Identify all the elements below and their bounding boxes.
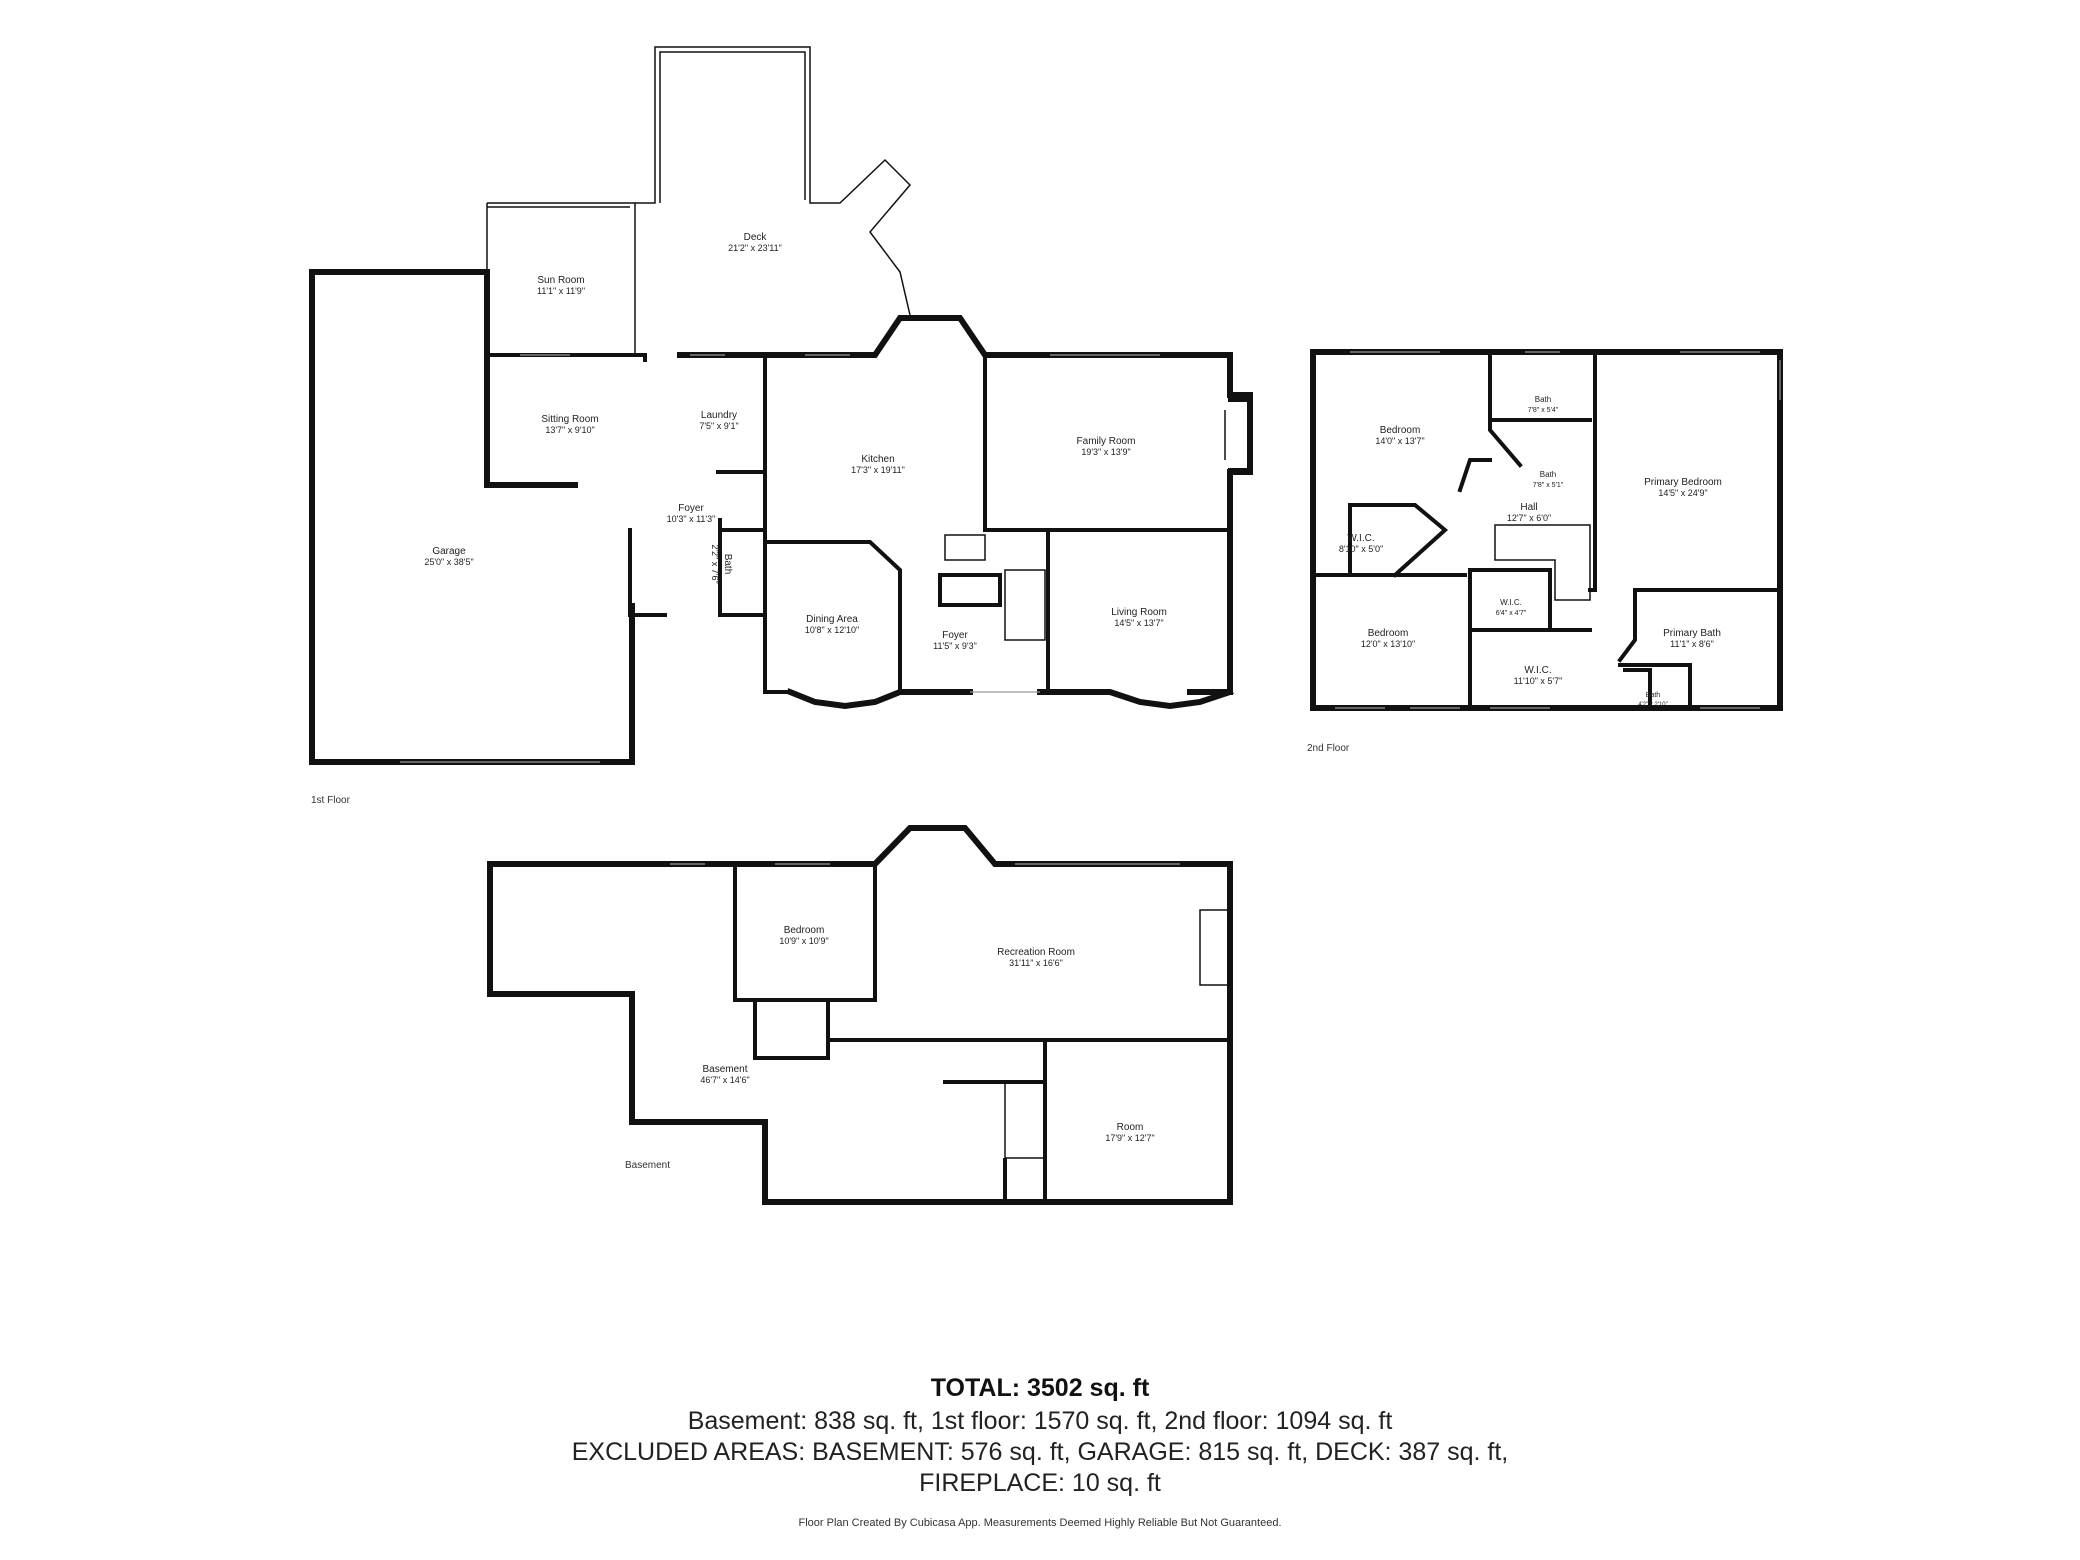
room-name: Dining Area <box>806 614 858 625</box>
room-name: Bedroom <box>1368 628 1409 639</box>
room-dim: 11'1" x 8'6" <box>1670 639 1714 649</box>
second-floor-labels: Bedroom 14'0" x 13'7" Bath 7'8" x 5'4" B… <box>1307 395 1722 754</box>
room-dim: 25'0" x 38'5" <box>424 557 473 567</box>
room-dim: 7'5" x 9'1" <box>699 421 738 431</box>
room-dim: 12'7" x 6'0" <box>1507 513 1551 523</box>
room-dim: 17'9" x 12'7" <box>1105 1133 1154 1143</box>
room-name: Bath <box>722 554 733 575</box>
room-dim: 7'8" x 5'1" <box>1533 482 1564 489</box>
floor-areas: Basement: 838 sq. ft, 1st floor: 1570 sq… <box>687 1407 1393 1435</box>
room-dim: 17'3" x 19'11" <box>851 465 905 475</box>
floor-label: 2nd Floor <box>1307 743 1350 754</box>
excluded-areas-cont: FIREPLACE: 10 sq. ft <box>919 1469 1161 1497</box>
room-name: Living Room <box>1111 607 1167 618</box>
room-name: Bath <box>1540 470 1556 479</box>
room-dim: 11'5" x 9'3" <box>933 641 977 651</box>
room-name: Laundry <box>701 410 737 421</box>
basement-labels: Bedroom 10'9" x 10'9" Recreation Room 31… <box>625 925 1155 1171</box>
room-dim: 14'5" x 13'7" <box>1114 618 1163 628</box>
room-dim: 11'1" x 11'9" <box>537 286 585 296</box>
room-name: Hall <box>1520 502 1537 513</box>
room-dim: 46'7" x 14'6" <box>700 1075 749 1085</box>
room-name: Basement <box>702 1064 747 1075</box>
disclaimer: Floor Plan Created By Cubicasa App. Meas… <box>798 1517 1282 1529</box>
excluded-areas: EXCLUDED AREAS: BASEMENT: 576 sq. ft, GA… <box>571 1438 1509 1466</box>
room-dim: 7'8" x 5'4" <box>1528 407 1559 414</box>
floor-label: 1st Floor <box>311 795 351 806</box>
room-name: Garage <box>432 546 466 557</box>
second-floor-plan <box>1310 349 1783 711</box>
room-dim: 4'2" x 2'10" <box>1638 702 1668 708</box>
room-name: W.I.C. <box>1347 533 1374 544</box>
room-name: Bath <box>1535 395 1551 404</box>
first-floor-plan <box>309 46 1253 765</box>
room-name: Deck <box>744 232 768 243</box>
room-name: Family Room <box>1077 436 1136 447</box>
room-dim: 13'7" x 9'10" <box>545 425 594 435</box>
basement-plan <box>487 825 1233 1205</box>
room-dim: 10'3" x 11'3" <box>667 514 716 524</box>
room-name: Room <box>1117 1122 1144 1133</box>
room-dim: 10'8" x 12'10" <box>805 625 859 635</box>
room-dim: 10'9" x 10'9" <box>779 936 828 946</box>
floor-label: Basement <box>625 1160 670 1171</box>
room-name: Recreation Room <box>997 947 1075 958</box>
total-area: TOTAL: 3502 sq. ft <box>930 1374 1150 1402</box>
first-floor-labels: Garage 25'0" x 38'5" Sun Room 11'1" x 11… <box>311 232 1167 806</box>
room-dim: 31'11" x 16'6" <box>1009 958 1063 968</box>
room-name: Bath <box>1646 692 1661 699</box>
room-name: Sun Room <box>537 275 584 286</box>
room-dim: 14'5" x 24'9" <box>1658 488 1707 498</box>
room-name: Primary Bath <box>1663 628 1721 639</box>
room-dim: 11'10" x 5'7" <box>1514 676 1563 686</box>
room-dim: 19'3" x 13'9" <box>1081 447 1130 457</box>
room-name: Primary Bedroom <box>1644 477 1722 488</box>
room-name: W.I.C. <box>1500 598 1522 607</box>
room-dim: 12'0" x 13'10" <box>1361 639 1415 649</box>
room-name: Bedroom <box>784 925 825 936</box>
room-dim: 14'0" x 13'7" <box>1375 436 1424 446</box>
room-name: Sitting Room <box>541 414 598 425</box>
room-name: Foyer <box>942 630 968 641</box>
room-name: Bedroom <box>1380 425 1421 436</box>
room-dim: 21'2" x 23'11" <box>728 243 782 253</box>
room-name: Kitchen <box>861 454 894 465</box>
room-dim: 8'10" x 5'0" <box>1339 544 1383 554</box>
room-name: W.I.C. <box>1524 665 1551 676</box>
room-dim: 6'4" x 4'7" <box>1496 610 1527 617</box>
room-name: Foyer <box>678 503 704 514</box>
room-dim: 2'2" x 7'6" <box>710 544 720 583</box>
